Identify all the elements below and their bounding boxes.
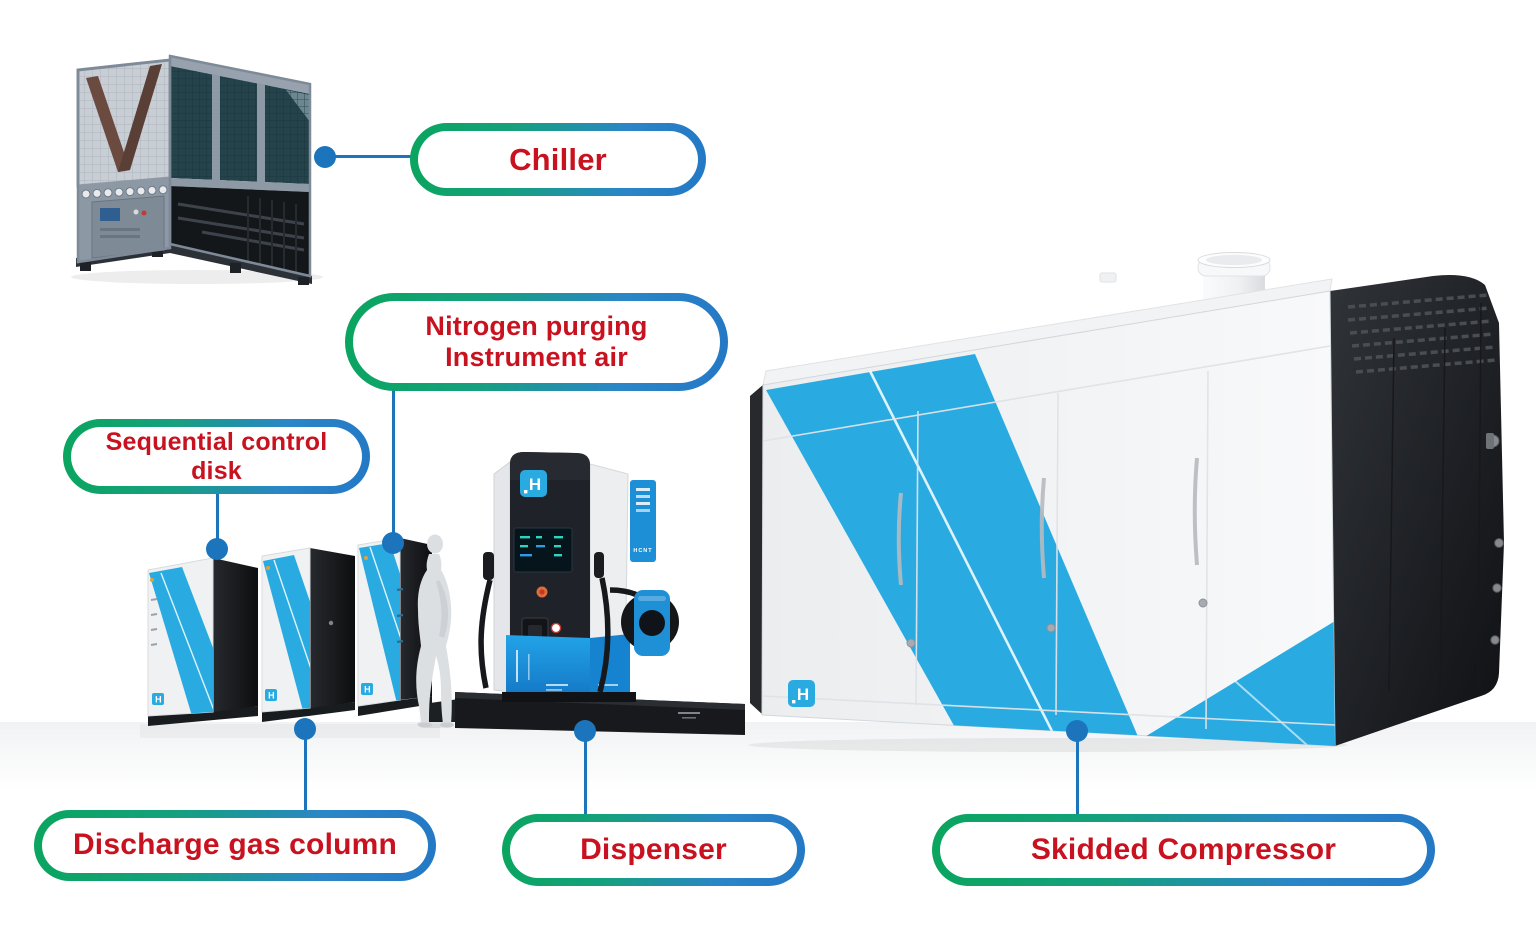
gas-column-cabinets: H H [140,534,480,738]
cabinet-reflection [140,724,440,738]
callout-nitrogen-line1: Nitrogen purging [425,310,648,341]
connector-line-compressor [1076,731,1079,815]
skidded-compressor-image: H [748,252,1504,752]
cabinet1-ticks [150,598,158,646]
svg-text:H: H [268,691,275,701]
compressor-vents [1347,293,1497,374]
connector-line-chiller [325,155,413,158]
callout-dispenser-label: Dispenser [580,832,727,866]
callout-skidded-compressor: Skidded Compressor [932,814,1435,886]
cabinet-sequential-control: H [147,557,258,726]
dispenser-tower: H [510,452,590,692]
connector-line-sequential [216,493,219,549]
callout-discharge-gas: Discharge gas column [34,810,436,881]
compressor-shadow [748,738,1348,752]
svg-text:H: H [529,475,541,494]
callout-sequential-line1: Sequential control [105,427,328,456]
callout-skidded-label: Skidded Compressor [1030,832,1337,866]
chiller-image [71,54,323,285]
chiller-outline [76,58,172,264]
compressor-left-edge [750,384,764,715]
svg-text:H: H [364,685,371,695]
callout-nitrogen-purging: Nitrogen purging Instrument air [345,293,728,391]
svg-text:H: H [155,695,162,705]
callout-nitrogen-line2: Instrument air [445,342,628,372]
callout-sequential-control: Sequential control disk [63,419,370,494]
compressor-locks [906,598,1208,648]
compressor-side-face [1330,275,1504,746]
svg-text:HCNT: HCNT [633,548,652,554]
chiller-control-panel [91,195,165,259]
cabinet3-fittings [396,587,404,644]
callout-discharge-label: Discharge gas column [72,828,398,862]
connector-line-discharge [304,729,307,811]
dispenser-holster [621,590,679,656]
connector-dot-sequential [206,538,228,560]
cabinet2-lock [328,620,334,626]
compressor-side-seams [1388,302,1482,706]
chiller-fins [247,196,297,274]
callout-chiller-label: Chiller [509,141,607,177]
chiller-end-face [76,58,172,262]
compressor-side-hardware [1486,433,1504,645]
chiller-shadow [71,270,323,284]
compressor-front-face: H [761,290,1336,747]
compressor-door-handles [896,457,1199,586]
compressor-h-logo: H [788,680,815,707]
compressor-front-seams [761,345,1336,730]
connector-line-dispenser [584,731,587,815]
cabinet3-h-logo: H [361,683,373,695]
cabinet1-h-logo: H [152,693,164,705]
dispenser-image: HCNT H [455,452,745,735]
callout-sequential-line2: disk [191,456,242,485]
dispenser-h-logo: H [520,470,547,497]
connector-dot-nitrogen [382,532,404,554]
cabinet2-h-logo: H [265,689,277,701]
svg-text:H: H [797,685,809,704]
chiller-front-face [168,54,312,278]
dispenser-screen [513,527,573,573]
dispenser-lower-body [502,634,636,702]
compressor-stripes [766,354,1335,746]
chiller-gauges [81,185,168,199]
dispenser-side-sticker: HCNT [630,480,656,562]
connector-line-nitrogen [392,390,395,543]
person-figure [416,534,454,728]
cabinet-discharge-gas: H [261,547,355,722]
callout-dispenser: Dispenser [502,814,805,886]
connector-dot-chiller [314,146,336,168]
callout-chiller: Chiller [410,123,706,196]
